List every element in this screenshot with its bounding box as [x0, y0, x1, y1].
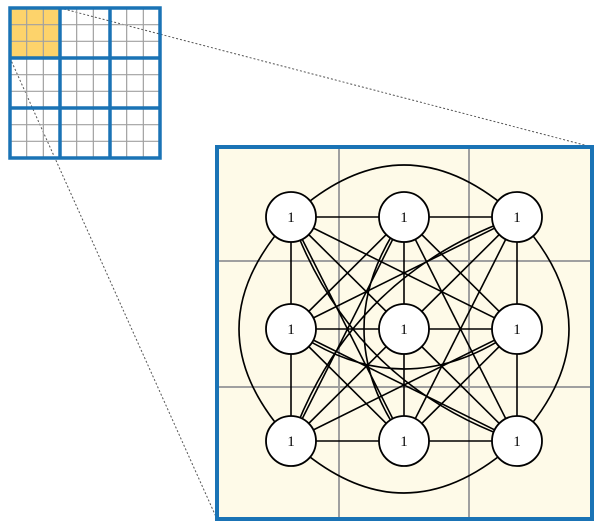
graph-edges: [238, 164, 570, 494]
graph-node: 1: [491, 415, 543, 467]
graph-node-label: 1: [513, 322, 521, 338]
graph-node-label: 1: [400, 322, 408, 338]
graph-node: 1: [265, 415, 317, 467]
graph-node-label: 1: [400, 434, 408, 450]
graph-edge: [290, 216, 405, 330]
graph-node: 1: [265, 303, 317, 355]
graph-node: 1: [378, 191, 430, 243]
graph-node-circle: [265, 303, 317, 355]
graph-node-circle: [265, 415, 317, 467]
graph-node: 1: [265, 191, 317, 243]
graph-node-circle: [378, 415, 430, 467]
graph-node-label: 1: [287, 322, 295, 338]
zoomed-block-view: 1 1 1 1 1 1 1 1 1: [215, 145, 594, 521]
graph-node-circle: [378, 303, 430, 355]
graph-node: 1: [378, 415, 430, 467]
graph-edge: [516, 216, 570, 442]
overview-cell-lines: [10, 8, 160, 158]
graph-node-label: 1: [513, 434, 521, 450]
zoom-connector-line: [59, 7, 593, 148]
zoom-connector-lines: [9, 7, 593, 520]
graph-edge: [290, 216, 518, 330]
graph-edge: [238, 216, 292, 442]
zoom-connector-line: [9, 57, 218, 520]
graph-edge: [290, 216, 518, 442]
graph-edge: [290, 440, 518, 494]
graph-edge: [290, 328, 405, 442]
zoomed-block-frame: [215, 145, 594, 521]
graph-node-label: 1: [287, 210, 295, 226]
graph-edge: [290, 164, 518, 218]
graph-node: 1: [491, 191, 543, 243]
graph-node: 1: [378, 303, 430, 355]
graph-node: 1: [491, 303, 543, 355]
graph-node-circle: [378, 191, 430, 243]
overview-grid: [8, 6, 162, 160]
graph-node-circle: [491, 303, 543, 355]
graph-edge: [403, 328, 518, 442]
overview-block-borders: [8, 6, 162, 160]
overview-outer-frame: [8, 6, 162, 160]
graph-edge: [403, 216, 518, 330]
highlighted-block: [10, 8, 60, 58]
graph-nodes: 1 1 1 1 1 1 1 1 1: [265, 191, 543, 467]
graph-node-circle: [491, 191, 543, 243]
graph-node-circle: [265, 191, 317, 243]
graph-edge: [290, 328, 518, 442]
graph-node-label: 1: [287, 434, 295, 450]
graph-node-label: 1: [400, 210, 408, 226]
graph-node-label: 1: [513, 210, 521, 226]
graph-node-circle: [491, 415, 543, 467]
